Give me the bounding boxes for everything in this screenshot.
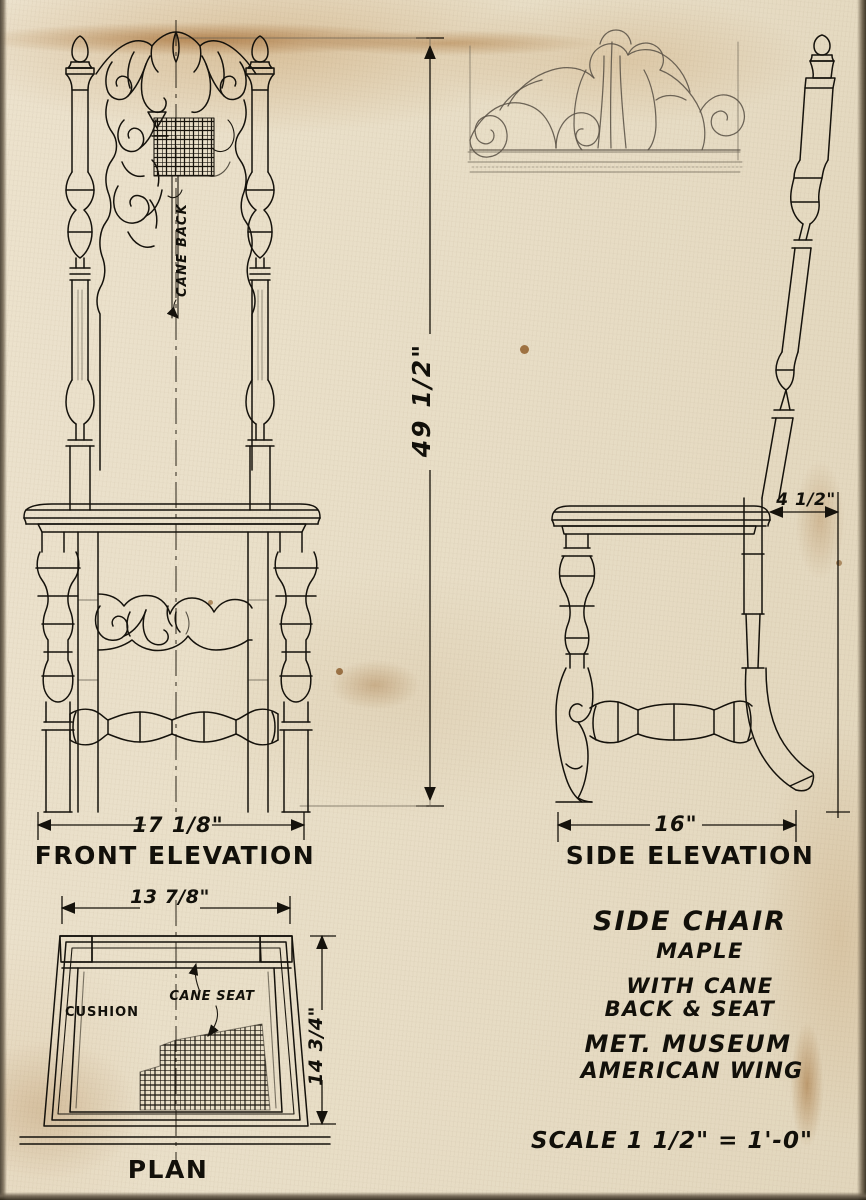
front-right-stile [245, 35, 275, 511]
side-seat [551, 505, 771, 535]
dimension-height-label: 49 1/2" [407, 343, 436, 458]
plan-cane-seat-arrow-up [188, 962, 201, 993]
front-stretcher [69, 708, 279, 746]
plan-cane-seat-arrow-down [207, 1005, 219, 1037]
side-rear-stile [761, 34, 836, 499]
title-line-4: BACK & SEAT [605, 997, 776, 1021]
front-height-dimension: 49 1/2" [175, 37, 444, 807]
front-left-leg [35, 531, 81, 813]
side-offset-dimension: 4 1/2" [768, 490, 850, 818]
front-elevation-drawing: CANE BACK [23, 20, 321, 820]
dimension-plan-width-label: 13 7/8" [130, 886, 210, 908]
side-width-dimension: 16" [556, 810, 798, 842]
front-right-leg [273, 531, 319, 813]
plan-drawing: CUSHION CANE SEAT 13 7/8" 14 3/4" [19, 886, 336, 1160]
side-front-leg [555, 533, 596, 803]
side-elevation-drawing [551, 34, 836, 803]
front-elevation-caption: FRONT ELEVATION [35, 841, 315, 870]
front-width-dimension: 17 1/8" [36, 812, 306, 840]
front-seat [23, 503, 321, 533]
side-elevation-caption: SIDE ELEVATION [566, 841, 815, 870]
title-line-5: MET. MUSEUM [585, 1030, 792, 1058]
plan-depth-dimension: 14 3/4" [305, 934, 336, 1126]
front-rear-stile-left [77, 531, 99, 813]
front-carved-apron [94, 593, 253, 652]
dimension-side-offset-label: 4 1/2" [775, 490, 835, 510]
plan-width-dimension: 13 7/8" [60, 886, 292, 924]
dimension-front-width-label: 17 1/8" [132, 813, 223, 837]
scale-note: SCALE 1 1/2" = 1'-0" [531, 1128, 813, 1154]
side-rear-leg [741, 497, 815, 792]
front-cane-back-annotation: CANE BACK [166, 175, 190, 319]
title-block: SIDE CHAIR MAPLE WITH CANE BACK & SEAT M… [531, 906, 813, 1154]
side-stretcher [589, 700, 753, 744]
cane-back-label: CANE BACK [175, 203, 190, 297]
title-line-6: AMERICAN WING [579, 1059, 804, 1084]
plan-cane-seat-label: CANE SEAT [169, 989, 255, 1004]
front-left-stile [65, 35, 95, 511]
front-cane-mesh-swatch [153, 117, 215, 177]
crest-detail-drawing [467, 29, 745, 173]
plan-cane-mesh [139, 1023, 271, 1111]
title-line-3: WITH CANE [626, 974, 773, 998]
front-rear-stile-right [247, 531, 269, 813]
plan-caption: PLAN [128, 1155, 209, 1184]
dimension-side-width-label: 16" [654, 812, 697, 836]
plan-cushion-label: CUSHION [65, 1005, 139, 1020]
title-line-2: MAPLE [656, 939, 744, 963]
title-line-1: SIDE CHAIR [593, 906, 787, 937]
dimension-plan-depth-label: 14 3/4" [305, 1006, 327, 1086]
